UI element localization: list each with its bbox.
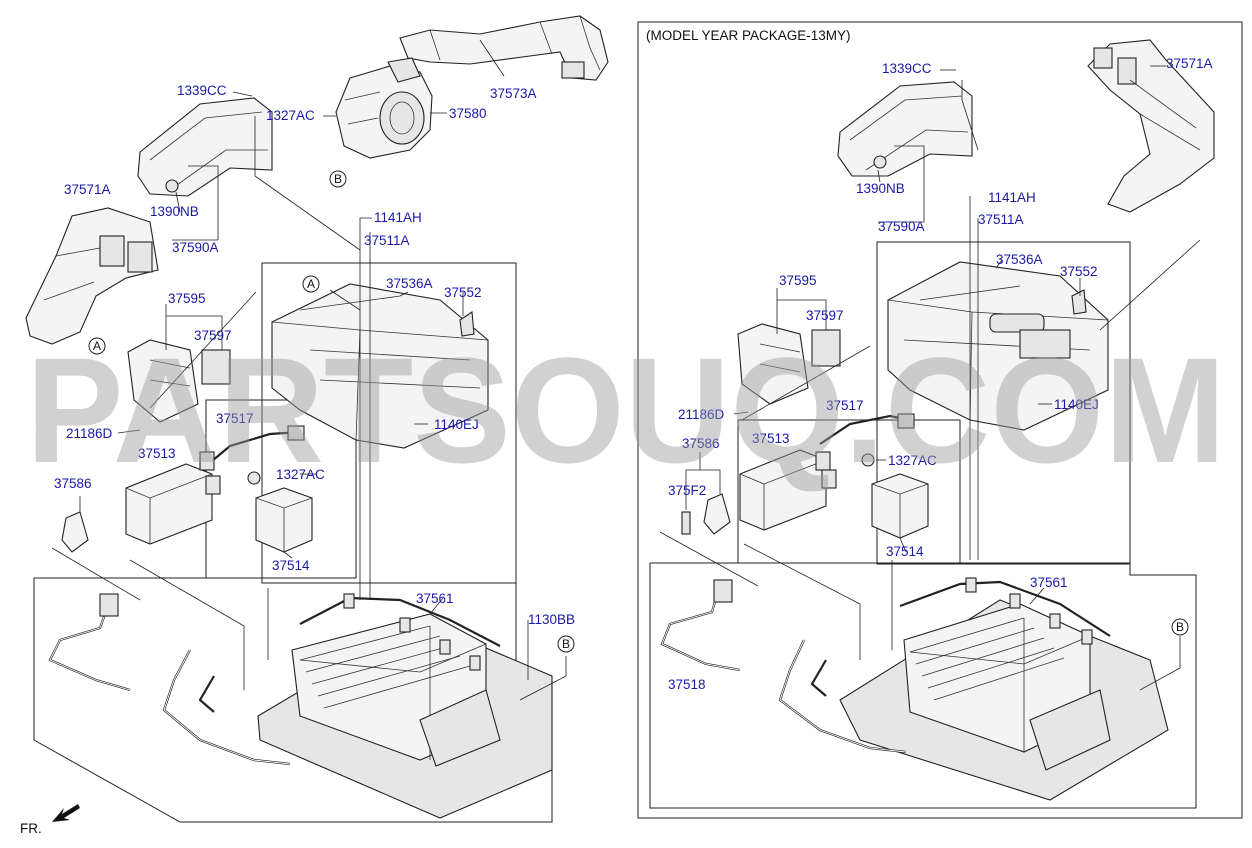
front-arrow-icon bbox=[52, 804, 80, 822]
label-r-375f2: 375F2 bbox=[668, 483, 706, 498]
label-21186d: 21186D bbox=[66, 426, 113, 441]
left-lower-cables bbox=[48, 593, 291, 766]
right-module-37513 bbox=[739, 449, 827, 531]
left-blower-37580 bbox=[335, 57, 433, 159]
label-37561: 37561 bbox=[416, 591, 454, 606]
label-r-37552: 37552 bbox=[1060, 264, 1098, 279]
label-37595: 37595 bbox=[168, 291, 206, 306]
right-lower-box bbox=[649, 562, 1197, 809]
label-r-1390nb: 1390NB bbox=[856, 181, 905, 196]
label-37514: 37514 bbox=[272, 558, 310, 573]
label-r-37513: 37513 bbox=[752, 431, 790, 446]
left-battery-case-box bbox=[261, 262, 517, 584]
label-r-37586: 37586 bbox=[682, 436, 720, 451]
label-1327ac-top: 1327AC bbox=[266, 108, 315, 123]
label-r-37514: 37514 bbox=[886, 544, 924, 559]
svg-text:A: A bbox=[93, 339, 101, 353]
label-1130bb: 1130BB bbox=[528, 612, 575, 627]
label-r-37571a: 37571A bbox=[1166, 56, 1213, 71]
right-relay-37514 bbox=[861, 453, 929, 539]
label-r-37536a: 37536A bbox=[996, 252, 1043, 267]
right-harness-box bbox=[737, 419, 961, 564]
left-bracket-37595 bbox=[127, 339, 231, 423]
label-1390nb: 1390NB bbox=[150, 204, 199, 219]
label-1339cc: 1339CC bbox=[177, 83, 227, 98]
right-battery-case-box bbox=[876, 241, 1131, 565]
label-37513: 37513 bbox=[138, 446, 176, 461]
callout-a-left-case: A bbox=[302, 275, 320, 293]
label-1140ej: 1140EJ bbox=[434, 417, 479, 432]
label-37552: 37552 bbox=[444, 285, 482, 300]
label-r-37518: 37518 bbox=[668, 677, 706, 692]
left-cover-37590a bbox=[137, 97, 273, 197]
left-leaders bbox=[51, 39, 567, 701]
label-37586: 37586 bbox=[54, 476, 92, 491]
label-r-37511a: 37511A bbox=[978, 212, 1024, 227]
label-37517: 37517 bbox=[216, 411, 254, 426]
callout-a-left-duct: A bbox=[88, 337, 106, 355]
label-37536a: 37536A bbox=[386, 276, 433, 291]
right-duct-37571a bbox=[1087, 39, 1215, 213]
right-leaders bbox=[659, 65, 1201, 691]
left-duct-37571a bbox=[25, 207, 159, 345]
label-r-37517: 37517 bbox=[826, 398, 864, 413]
callout-b-left-top: B bbox=[329, 170, 347, 188]
right-bracket-37595 bbox=[737, 323, 841, 405]
label-r-1327ac: 1327AC bbox=[888, 453, 937, 468]
svg-text:B: B bbox=[562, 637, 570, 651]
callout-b-right-pack: B bbox=[1171, 618, 1189, 636]
watermark: PARTSOUQ.COM bbox=[26, 326, 1226, 494]
label-37573a: 37573A bbox=[490, 86, 537, 101]
svg-text:FR.: FR. bbox=[20, 821, 42, 836]
label-37511a: 37511A bbox=[364, 233, 410, 248]
right-case-37536a bbox=[887, 261, 1109, 431]
left-duct-37573a bbox=[399, 15, 609, 81]
label-r-37597: 37597 bbox=[806, 308, 844, 323]
left-harness-37517 bbox=[199, 425, 305, 495]
left-battery-pack-37561 bbox=[257, 593, 553, 819]
right-plug-37586 bbox=[681, 493, 731, 535]
package-title: (MODEL YEAR PACKAGE-13MY) bbox=[646, 28, 851, 43]
right-lower-cables bbox=[660, 579, 907, 754]
label-r-37590a: 37590A bbox=[878, 219, 925, 234]
label-37580: 37580 bbox=[449, 106, 487, 121]
right-panel-frame bbox=[637, 21, 1243, 819]
label-r-21186d: 21186D bbox=[678, 407, 725, 422]
svg-text:B: B bbox=[334, 172, 342, 186]
label-1327ac: 1327AC bbox=[276, 467, 325, 482]
label-37597: 37597 bbox=[194, 328, 232, 343]
label-r-1141ah: 1141AH bbox=[988, 190, 1036, 205]
right-cover-37590a bbox=[837, 81, 973, 177]
left-relay-37514 bbox=[247, 471, 313, 553]
label-r-37561: 37561 bbox=[1030, 575, 1068, 590]
svg-text:A: A bbox=[307, 277, 315, 291]
left-plug-37586 bbox=[61, 511, 89, 553]
callout-b-left-pack: B bbox=[557, 635, 575, 653]
svg-text:B: B bbox=[1176, 620, 1184, 634]
label-1141ah: 1141AH bbox=[374, 210, 422, 225]
front-indicator: FR. bbox=[20, 804, 80, 836]
label-37590a: 37590A bbox=[172, 240, 219, 255]
label-37571a: 37571A bbox=[64, 182, 111, 197]
label-r-37595: 37595 bbox=[779, 273, 817, 288]
right-harness-37517 bbox=[815, 413, 915, 489]
label-r-1140ej: 1140EJ bbox=[1054, 397, 1099, 412]
right-battery-pack-37561 bbox=[839, 577, 1169, 801]
left-module-37513 bbox=[125, 463, 213, 545]
label-r-1339cc: 1339CC bbox=[882, 61, 932, 76]
